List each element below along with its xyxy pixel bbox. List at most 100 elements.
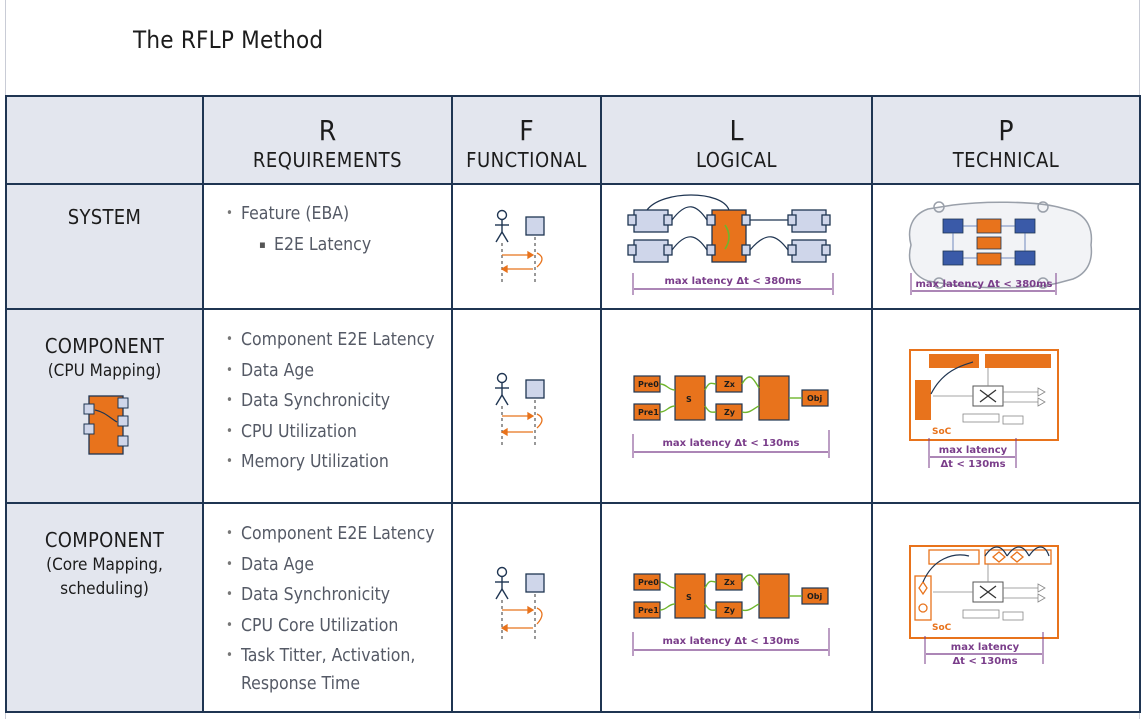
- requirements-list: Component E2E Latency Data Age Data Sync…: [204, 325, 451, 478]
- header-technical: P TECHNICAL: [871, 95, 1141, 185]
- table-row-component-cpu: COMPONENT (CPU Mapping) Component E2E La…: [5, 308, 1141, 504]
- header-requirements: R REQUIREMENTS: [202, 95, 453, 185]
- latency-label: max latency Δt < 380ms: [665, 276, 802, 287]
- logical-blocks: [633, 573, 829, 619]
- requirement-item: Data Age: [226, 356, 451, 387]
- node-label: S: [686, 593, 692, 602]
- row-title: COMPONENT: [44, 528, 165, 552]
- page-title: The RFLP Method: [133, 26, 324, 54]
- latency-label: max latency Δt < 130ms: [663, 636, 800, 647]
- row-subtitle: (Core Mapping,: [46, 555, 163, 575]
- requirement-item: Data Age: [226, 550, 451, 581]
- rflp-table: R REQUIREMENTS F FUNCTIONAL L LOGICAL P …: [5, 95, 1141, 713]
- header-word: REQUIREMENTS: [252, 148, 403, 172]
- logical-cell: max latency Δt < 380ms: [600, 183, 873, 310]
- requirement-item: Data Synchronicity: [226, 580, 451, 611]
- requirements-cell: Feature (EBA) E2E Latency: [202, 183, 453, 310]
- header-letter: P: [998, 114, 1014, 147]
- requirement-text: Task Titter, Activation,: [241, 646, 416, 666]
- header-letter: R: [318, 114, 337, 147]
- logical-cell: Pre0 Pre1 Zx Zy S Obj: [600, 502, 873, 713]
- technical-diagram-cpu: SoC max latency Δt < 130ms: [909, 349, 1059, 470]
- actor-icon: [495, 566, 509, 600]
- node-label: S: [686, 395, 692, 404]
- node-label: Zx: [724, 380, 736, 389]
- component-block-icon: [83, 395, 128, 455]
- latency-label: Δt < 130ms: [940, 459, 1005, 470]
- functional-diagram: [495, 209, 545, 285]
- core-outlines: [914, 549, 1052, 621]
- wiring: [952, 225, 1026, 259]
- functional-cell: [451, 502, 602, 713]
- requirement-text-cont: Response Time: [241, 673, 361, 694]
- row-subtitle: scheduling): [60, 579, 149, 599]
- requirements-cell: Component E2E Latency Data Age Data Sync…: [202, 502, 453, 713]
- node-label: Pre0: [638, 578, 659, 587]
- technical-cell: max latency Δt < 380ms: [871, 183, 1141, 310]
- block-icon: [525, 216, 545, 236]
- soc-boundary: [909, 545, 1059, 639]
- latency-label: max latency: [939, 445, 1008, 456]
- latency-label: max latency: [951, 642, 1020, 653]
- requirement-item: Component E2E Latency: [226, 519, 451, 550]
- technical-diagram-core: SoC max latency Δt < 130ms: [909, 545, 1059, 667]
- row-head-component-core: COMPONENT (Core Mapping, scheduling): [5, 502, 204, 713]
- logical-connections: [646, 194, 789, 251]
- schedule-arcs: [922, 546, 1050, 583]
- bus-lines: [933, 368, 1046, 425]
- soc-label: SoC: [932, 427, 952, 437]
- actor-icon: [495, 209, 509, 243]
- soc-label: SoC: [932, 623, 952, 633]
- logical-flows: [659, 376, 802, 414]
- header-word: TECHNICAL: [952, 148, 1060, 172]
- block-icon: [525, 379, 545, 399]
- latency-label: Δt < 130ms: [952, 656, 1017, 667]
- core-block: [929, 354, 979, 368]
- logical-diagram-system: max latency Δt < 380ms: [627, 194, 834, 295]
- requirements-cell: Component E2E Latency Data Age Data Sync…: [202, 308, 453, 504]
- technical-cell: SoC max latency Δt < 130ms: [871, 502, 1141, 713]
- node-label: Pre1: [638, 408, 659, 417]
- requirement-item: Memory Utilization: [226, 447, 451, 478]
- header-letter: L: [729, 114, 744, 147]
- soc-boundary: [909, 349, 1059, 441]
- node-label: Obj: [807, 394, 823, 403]
- requirement-subitem: E2E Latency: [259, 230, 451, 261]
- functional-diagram: [495, 372, 545, 448]
- row-subtitle: (CPU Mapping): [47, 361, 162, 381]
- table-row-component-core: COMPONENT (Core Mapping, scheduling) Com…: [5, 502, 1141, 713]
- node-label: Pre1: [638, 606, 659, 615]
- table-row-system: SYSTEM Feature (EBA) E2E Latency: [5, 183, 1141, 310]
- core-block: [985, 354, 1051, 368]
- node-label: Obj: [807, 592, 823, 601]
- functional-cell: [451, 308, 602, 504]
- logical-flows: [659, 574, 802, 612]
- header-word: LOGICAL: [695, 148, 778, 172]
- latency-label: max latency Δt < 380ms: [916, 279, 1053, 290]
- core-block: [915, 380, 931, 420]
- message-arrows: [500, 411, 543, 437]
- node-label: Zy: [724, 408, 736, 417]
- row-head-component-cpu: COMPONENT (CPU Mapping): [5, 308, 204, 504]
- technical-diagram-system: max latency Δt < 380ms: [908, 201, 1093, 295]
- requirement-item: Task Titter, Activation, Response Time: [226, 641, 451, 696]
- header-row: R REQUIREMENTS F FUNCTIONAL L LOGICAL P …: [5, 95, 1141, 185]
- requirements-list: Feature (EBA) E2E Latency: [204, 199, 451, 260]
- requirement-item: Feature (EBA): [226, 199, 451, 230]
- requirement-item: Component E2E Latency: [226, 325, 451, 356]
- node-label: Zy: [724, 606, 736, 615]
- requirement-item: CPU Utilization: [226, 417, 451, 448]
- header-functional: F FUNCTIONAL: [451, 95, 602, 185]
- requirements-list: Component E2E Latency Data Age Data Sync…: [204, 519, 451, 696]
- ecu-zones: [942, 218, 1036, 266]
- functional-diagram: [495, 566, 545, 642]
- header-word: FUNCTIONAL: [466, 148, 587, 172]
- actor-icon: [495, 372, 509, 406]
- row-title: SYSTEM: [67, 205, 142, 229]
- requirement-item: Data Synchronicity: [226, 386, 451, 417]
- header-corner: [5, 95, 204, 185]
- message-arrows: [500, 605, 543, 633]
- latency-label: max latency Δt < 130ms: [663, 438, 800, 449]
- row-head-system: SYSTEM: [5, 183, 204, 310]
- header-logical: L LOGICAL: [600, 95, 873, 185]
